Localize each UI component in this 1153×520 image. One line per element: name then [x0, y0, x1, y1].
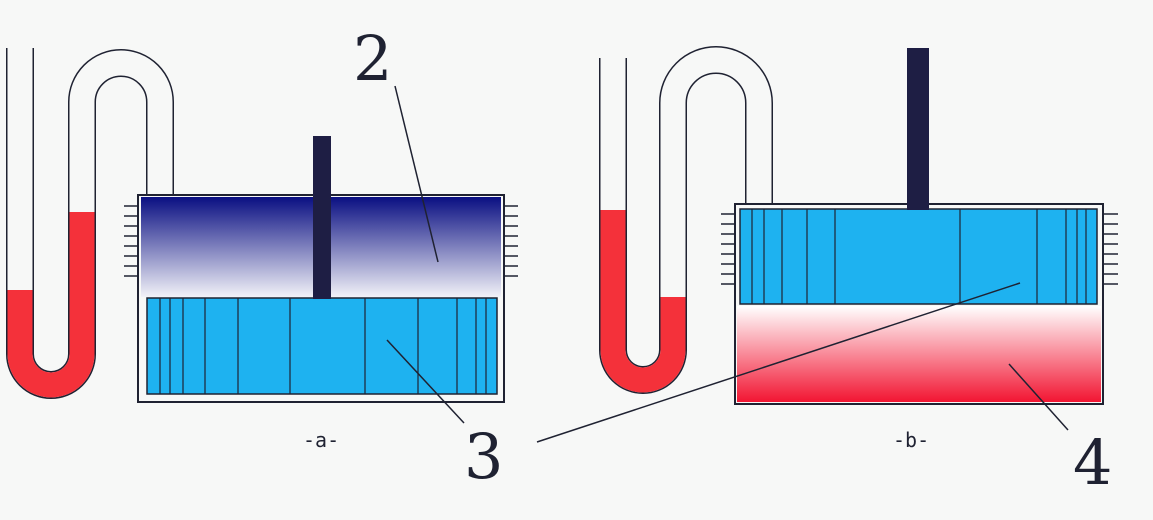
piston-rod-a — [313, 136, 331, 299]
leader-4 — [1008, 363, 1069, 431]
leader-2 — [394, 85, 439, 263]
leader-3-a — [386, 339, 465, 424]
label-4: 4 — [1073, 426, 1112, 499]
piston-a-ribs — [159, 298, 487, 394]
heat-fins-a-right — [504, 205, 518, 277]
heat-fins-b-right — [1103, 213, 1118, 285]
label-3: 3 — [464, 420, 503, 493]
panel-b-caption: -b- — [893, 428, 929, 452]
piston-b — [739, 208, 1098, 305]
heat-fins-b-left — [721, 213, 735, 285]
heat-fins-a-left — [124, 205, 138, 277]
gas-b — [737, 306, 1101, 402]
label-2: 2 — [353, 22, 392, 95]
piston-a — [146, 297, 498, 395]
panel-b: -b- — [599, 46, 1118, 452]
manometer-a-liquid — [7, 212, 95, 398]
leader-3-b — [536, 282, 1021, 443]
cylinder-a — [124, 136, 518, 403]
callout-lines — [386, 85, 1069, 443]
piston-b-ribs — [751, 209, 1087, 304]
panel-a-caption: -a- — [303, 428, 339, 452]
manometer-b-liquid — [600, 210, 686, 393]
manometer-a — [5, 48, 174, 399]
panel-a: -a- — [5, 48, 518, 452]
piston-rod-b — [907, 48, 929, 210]
cylinder-b — [721, 48, 1118, 405]
manometer-b — [599, 46, 773, 394]
